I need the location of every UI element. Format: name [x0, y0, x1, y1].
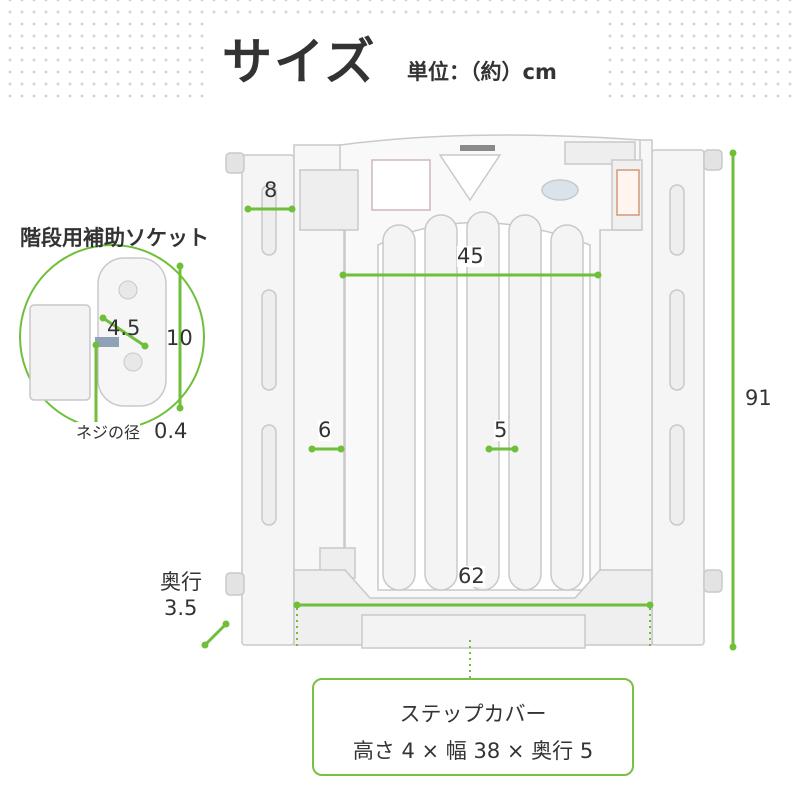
- socket-wall: [29, 304, 91, 401]
- warning-sticker: [371, 159, 431, 211]
- gate-bar: [508, 214, 542, 591]
- title-backdrop: [205, 22, 600, 98]
- gate-bar: [424, 214, 458, 591]
- handle-mark: [460, 145, 495, 151]
- left-frame-slot: [261, 289, 277, 391]
- bar-gap-label: 5: [494, 418, 508, 442]
- screw-diameter-caption: ネジの径: [76, 422, 141, 442]
- socket-body: [97, 257, 167, 407]
- bottom-width-label: 62: [458, 564, 485, 588]
- pressure-knob: [225, 152, 245, 174]
- socket-title: 階段用補助ソケット: [20, 226, 209, 250]
- step-cover-note: ステップカバー 高さ 4 × 幅 38 × 奥行 5: [312, 678, 634, 776]
- left-frame-slot: [261, 184, 277, 256]
- socket-height-label: 10: [166, 326, 193, 350]
- gate-bar: [550, 224, 584, 591]
- pressure-knob: [225, 572, 245, 596]
- socket-inset: [19, 244, 205, 430]
- frame-width-label: 8: [264, 178, 278, 202]
- pressure-knob: [703, 149, 723, 171]
- gate-handle: [438, 154, 502, 202]
- socket-hole: [123, 352, 143, 372]
- warning-sticker-small: [616, 169, 640, 216]
- socket-screw: [95, 337, 119, 347]
- gate-bar: [382, 224, 416, 591]
- door-width-label: 45: [457, 244, 484, 268]
- depth-value: 3.5: [164, 596, 198, 620]
- right-frame-slot: [669, 184, 685, 256]
- page-title: サイズ: [222, 33, 377, 91]
- socket-diameter-label: 4.5: [107, 316, 141, 340]
- unit-note: 単位：（約）cm: [407, 60, 557, 84]
- depth-caption: 奥行: [160, 570, 202, 594]
- right-frame-slot: [669, 424, 685, 526]
- right-frame-slot: [669, 289, 685, 391]
- left-frame-slot: [261, 424, 277, 526]
- step-cover-name: ステップカバー: [399, 702, 547, 726]
- dimension-lines: [201, 149, 737, 651]
- pressure-knob: [703, 569, 723, 593]
- latch-top: [564, 141, 636, 165]
- height-label: 91: [745, 386, 772, 410]
- dotted-guides: [296, 608, 651, 678]
- hinge-top: [299, 169, 359, 231]
- step-cover-spec: 高さ 4 × 幅 38 × 奥行 5: [352, 739, 594, 763]
- gate-bar: [466, 211, 500, 591]
- side-gap-label: 6: [318, 418, 332, 442]
- socket-hole: [118, 280, 138, 300]
- gate-badge: [541, 179, 579, 201]
- screw-diameter-value: 0.4: [154, 419, 188, 443]
- baby-gate-illustration: [225, 134, 723, 649]
- step-cover: [361, 614, 586, 649]
